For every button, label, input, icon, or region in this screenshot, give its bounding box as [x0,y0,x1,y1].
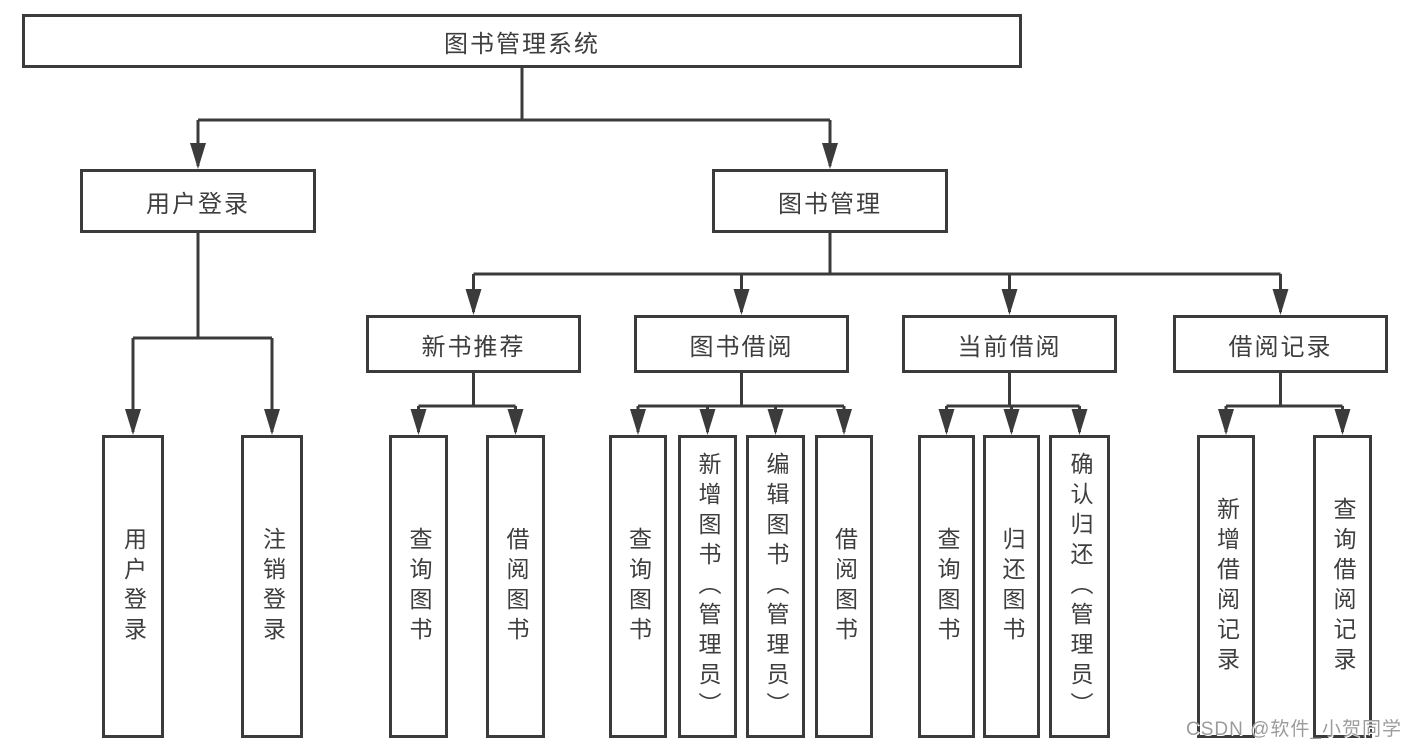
leaf-user-login: 用户登录 [102,435,164,738]
leaf-bb-borrow-books: 借阅图书 [815,435,873,738]
edges-current-borrow [938,373,1088,435]
leaf-cb-return-books: 归还图书 [983,435,1040,738]
node-user-login: 用户登录 [80,169,316,233]
leaf-user-login-label: 用户登录 [120,526,147,647]
edges-root-to-level2 [190,68,838,169]
edges-new-book-recommend [410,373,524,435]
node-new-book-recommend: 新书推荐 [366,315,581,373]
edges-borrow-records [1218,373,1351,435]
node-current-borrow: 当前借阅 [902,315,1117,373]
leaf-cb-query-books-label: 查询图书 [934,526,960,647]
leaf-nbr-borrow-books: 借阅图书 [486,435,545,738]
leaf-logout: 注销登录 [241,435,303,738]
leaf-bb-add-books-admin: 新增图书（管理员） [678,435,737,738]
leaf-bb-borrow-books-label: 借阅图书 [831,526,858,647]
leaf-nbr-query-books-label: 查询图书 [406,526,432,647]
leaf-nbr-query-books: 查询图书 [389,435,448,738]
leaf-br-add-record: 新增借阅记录 [1197,435,1255,738]
edges-book-borrow [630,373,852,435]
leaf-logout-label: 注销登录 [259,526,286,647]
leaf-bb-edit-books-admin: 编辑图书（管理员） [746,435,805,738]
node-library-system: 图书管理系统 [22,14,1022,68]
leaf-br-add-record-label: 新增借阅记录 [1213,496,1240,677]
leaf-cb-confirm-return-admin: 确认归还（管理员） [1049,435,1110,738]
watermark: CSDN @软件_小贺同学 [1186,719,1402,740]
leaf-cb-confirm-return-admin-label: 确认归还（管理员） [1067,451,1093,722]
node-borrow-records: 借阅记录 [1173,315,1388,373]
leaf-br-query-record-label: 查询借阅记录 [1330,496,1356,677]
leaf-bb-query-books-label: 查询图书 [625,526,652,647]
node-book-management: 图书管理 [712,169,948,233]
edges-user-login [125,233,280,435]
node-book-borrow: 图书借阅 [634,315,849,373]
leaf-br-query-record: 查询借阅记录 [1313,435,1372,738]
leaf-bb-edit-books-admin-label: 编辑图书（管理员） [763,451,789,722]
leaf-cb-query-books: 查询图书 [918,435,975,738]
edges-book-management [465,233,1289,315]
leaf-nbr-borrow-books-label: 借阅图书 [503,526,529,647]
leaf-bb-query-books: 查询图书 [609,435,667,738]
leaf-cb-return-books-label: 归还图书 [999,526,1025,647]
leaf-bb-add-books-admin-label: 新增图书（管理员） [695,451,721,722]
